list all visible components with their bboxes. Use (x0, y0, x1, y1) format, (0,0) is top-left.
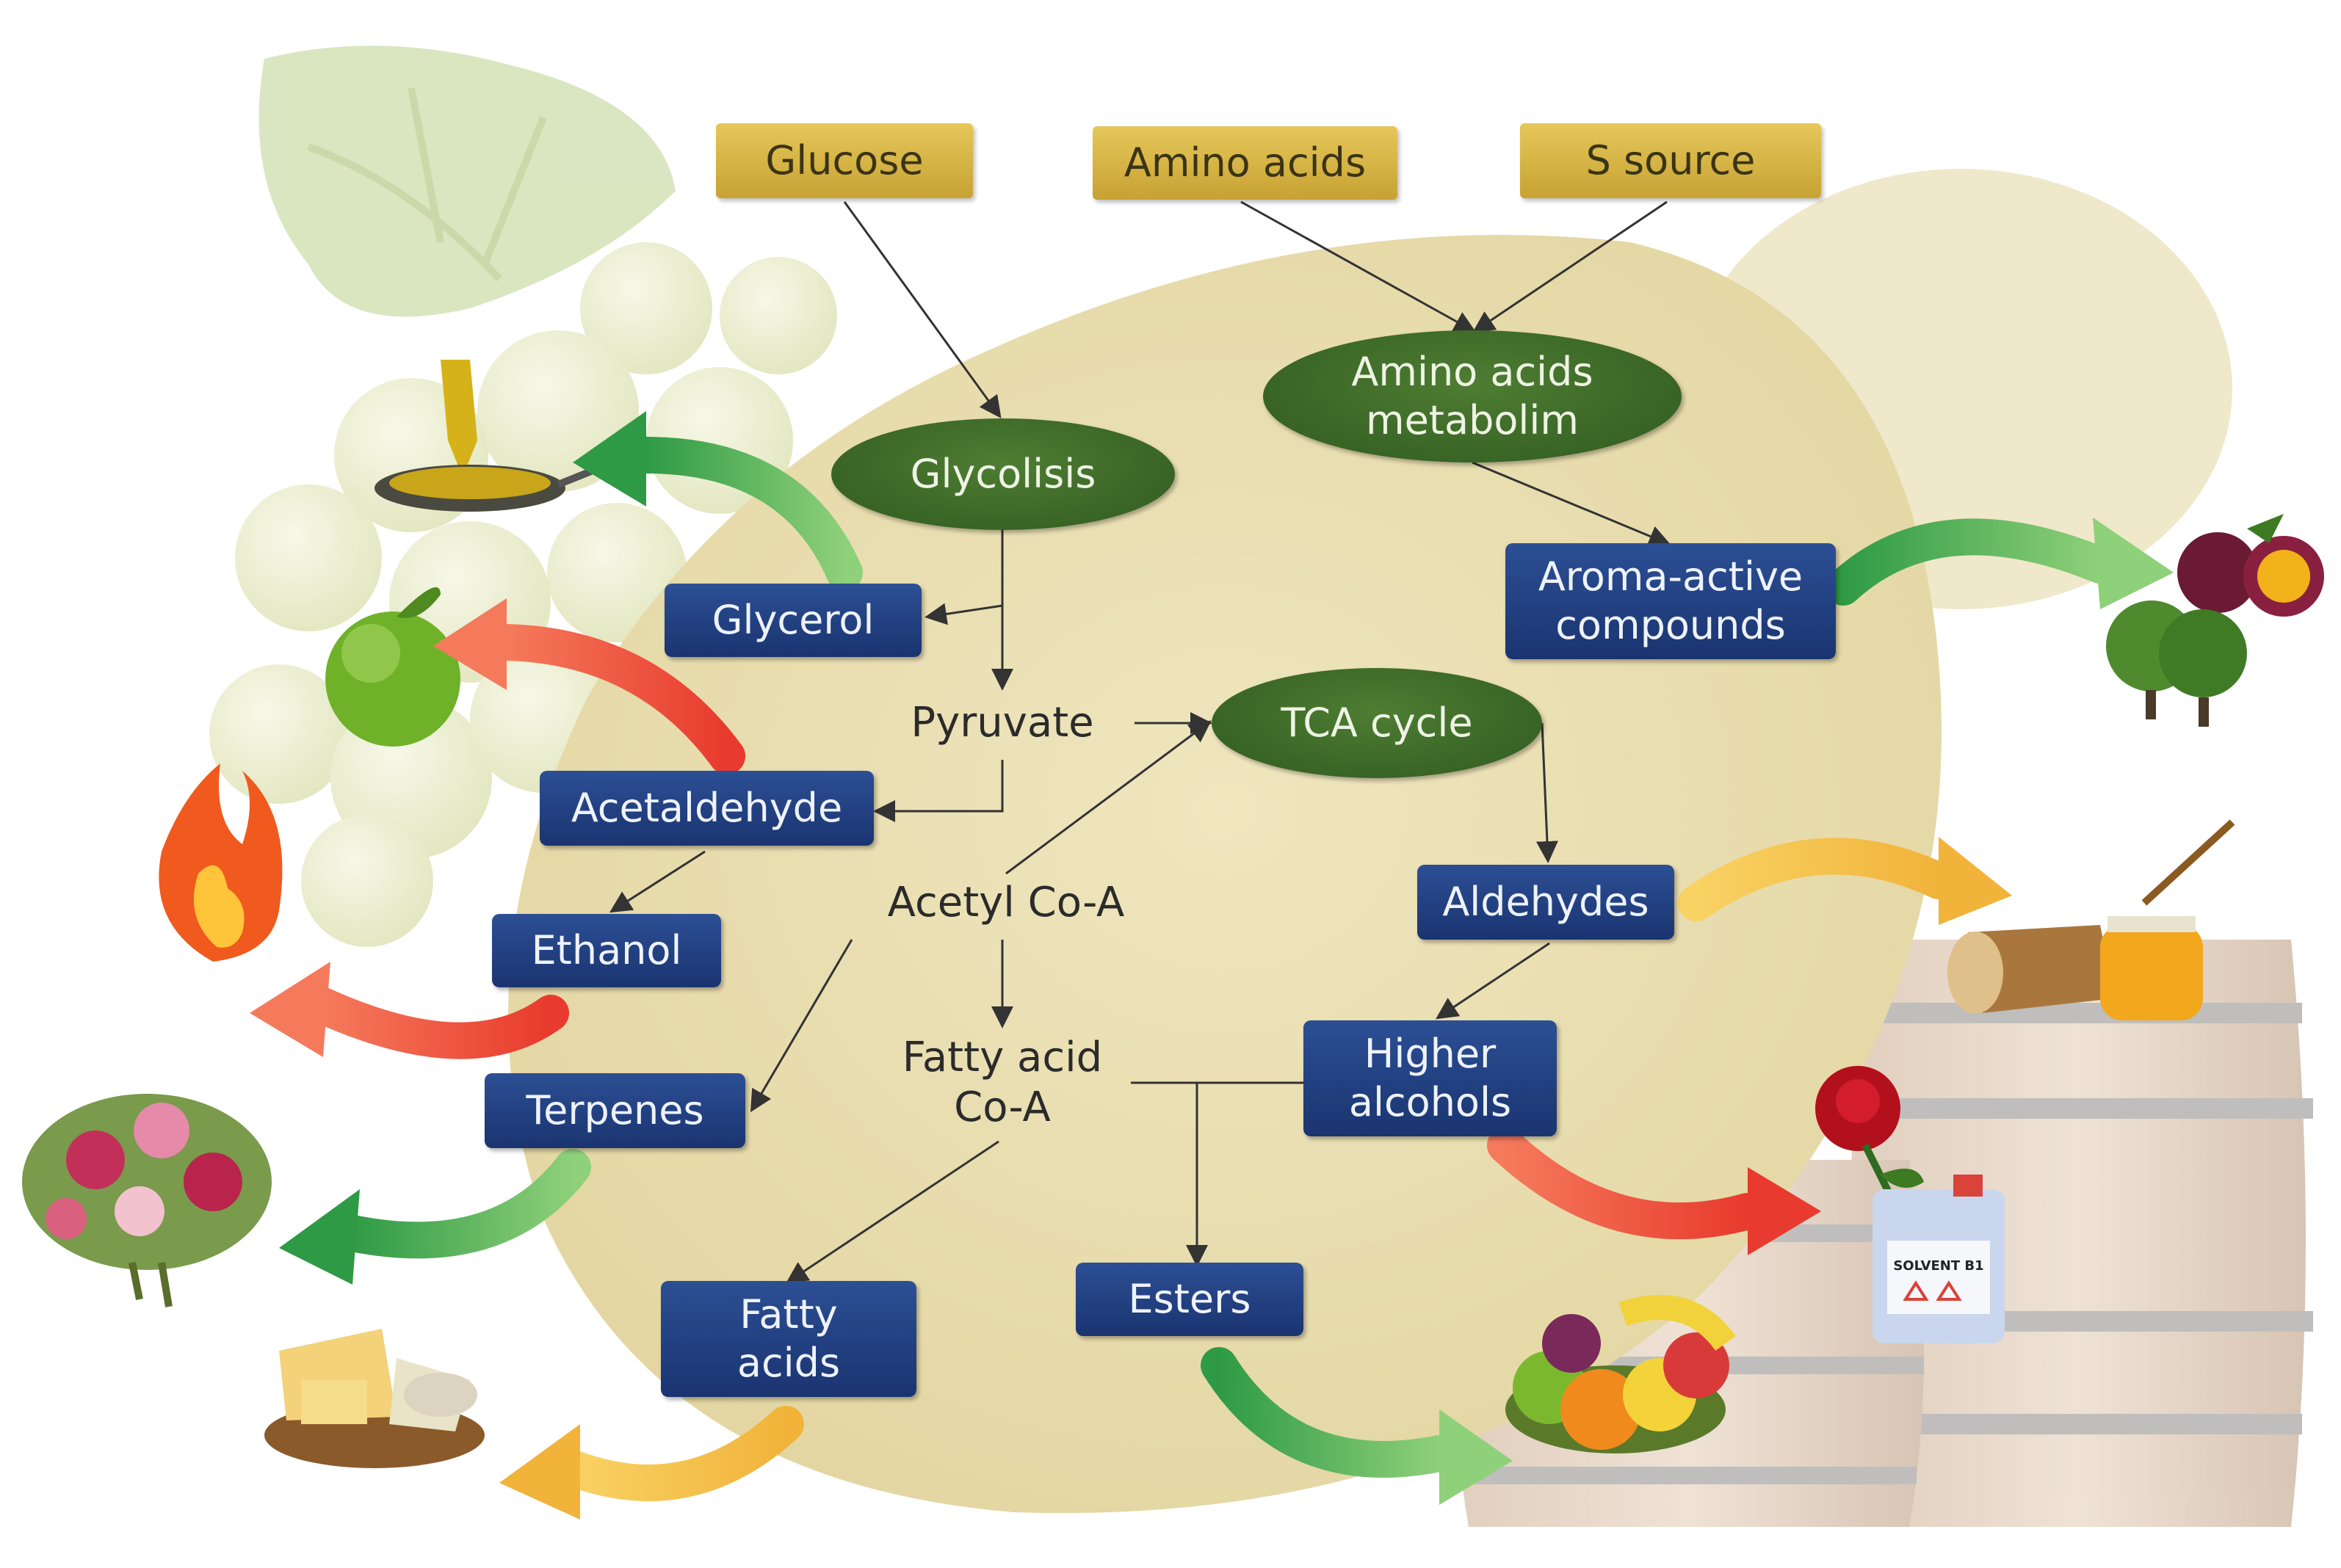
wood-log (1947, 925, 2115, 1014)
arrow-head (433, 598, 507, 690)
fatty-acid-coa-text: Fatty acid Co-A (866, 1020, 1138, 1145)
tca-cycle-ellipse: TCA cycle (1212, 668, 1542, 778)
aroma-active-compounds-label: Aroma-active compounds (1538, 553, 1803, 648)
glycerol-box: Glycerol (665, 584, 922, 657)
fatty-acid-coa-label: Fatty acid Co-A (902, 1033, 1103, 1131)
amino-acids-metabolism-ellipse: Amino acids metabolim (1263, 330, 1682, 462)
s-source-to-metabolism-arrow (1472, 200, 1668, 333)
pyruvate-label: Pyruvate (911, 698, 1094, 747)
amino-acids-label: Amino acids (1124, 139, 1367, 186)
acetaldehyde-to-ethanol-arrow (609, 850, 706, 913)
glucose-to-glycolisis-arrow (843, 201, 1002, 418)
cheese-board (264, 1329, 485, 1468)
green-apple (325, 587, 460, 747)
amino-acids-to-metabolism-arrow (1240, 200, 1477, 333)
arrow-head (250, 962, 330, 1057)
arrow-head (573, 411, 646, 507)
amino-acids-box: Amino acids (1093, 126, 1397, 200)
acetaldehyde-label: Acetaldehyde (571, 785, 843, 832)
arrow-head (1439, 1409, 1513, 1505)
s-source-label: S source (1585, 137, 1756, 184)
honey-jar (2100, 819, 2235, 1020)
aroma-active-compounds-box: Aroma-active compounds (1505, 543, 1836, 659)
fruit-basket (1505, 1295, 1736, 1453)
glucose-box: Glucose (716, 123, 973, 198)
aldehydes-box: Aldehydes (1417, 865, 1674, 940)
s-source-box: S source (1520, 123, 1821, 198)
acetaldehyde-box: Acetaldehyde (540, 771, 874, 846)
glycerol-label: Glycerol (712, 597, 875, 644)
glucose-label: Glucose (765, 137, 924, 184)
arrow-head (279, 1189, 360, 1285)
metabolism-to-aroma-arrow (1472, 461, 1671, 547)
tca-to-aldehydes-arrow (1535, 722, 1558, 863)
tca-cycle-label: TCA cycle (1281, 700, 1473, 747)
higher-alcohols-label: Higher alcohols (1348, 1031, 1512, 1125)
ethanol-label: Ethanol (531, 927, 682, 974)
acetyl-to-terpenes-arrow (750, 939, 853, 1113)
arrow-head (1939, 837, 2012, 925)
terpenes-label: Terpenes (526, 1087, 704, 1134)
passion-fruit (2177, 514, 2324, 617)
fatty-acids-box: Fatty acids (661, 1281, 916, 1397)
glycolisis-ellipse: Glycolisis (831, 418, 1175, 530)
higher-alcohols-box: Higher alcohols (1303, 1020, 1557, 1136)
terpenes-box: Terpenes (485, 1073, 745, 1148)
esters-label: Esters (1128, 1276, 1251, 1323)
acetyl-to-tca-arrow (1005, 720, 1212, 875)
pathway-arrows (609, 200, 1671, 1284)
trees (2106, 600, 2247, 727)
amino-acids-metabolism-label: Amino acids metabolim (1351, 349, 1593, 443)
rose (1815, 1066, 1924, 1235)
esters-box: Esters (1076, 1263, 1303, 1336)
solvent-canister: SOLVENT B1 (1873, 1175, 2005, 1343)
arrow-head (2093, 518, 2174, 609)
oil-spoon (375, 360, 596, 512)
solvent-label: SOLVENT B1 (1893, 1258, 1983, 1274)
glycolisis-label: Glycolisis (910, 451, 1096, 498)
pyruvate-to-acetaldehyde-arrow (873, 760, 1004, 822)
arrow-head (1748, 1167, 1821, 1255)
flame (159, 763, 283, 962)
pyruvate-text: Pyruvate (866, 690, 1138, 756)
curved-arrows (250, 411, 2174, 1520)
fatty-acid-coa-to-fatty-acids-arrow (786, 1140, 999, 1284)
acetyl-coa-text: Acetyl Co-A (852, 870, 1160, 936)
ethanol-box: Ethanol (492, 914, 721, 987)
glycolisis-to-glycerol-arrow (925, 603, 1003, 625)
aldehydes-to-higher-alcohols-arrow (1436, 942, 1550, 1020)
aldehydes-label: Aldehydes (1442, 879, 1649, 926)
flower-bouquet (22, 1094, 272, 1307)
arrow-head (499, 1424, 580, 1520)
acetyl-coa-label: Acetyl Co-A (887, 878, 1125, 926)
fatty-acids-label: Fatty acids (737, 1291, 841, 1386)
